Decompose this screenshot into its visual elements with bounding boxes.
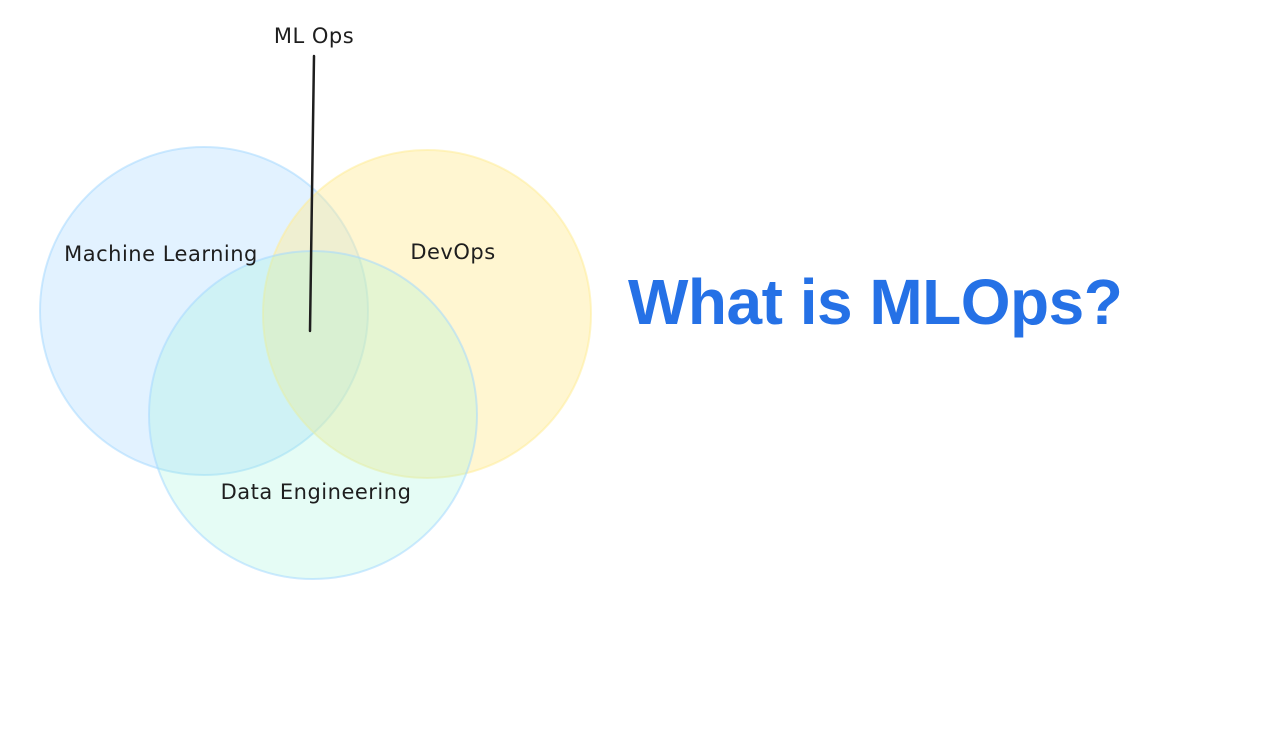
data-engineering-circle: [148, 250, 478, 580]
devops-label: DevOps: [410, 240, 495, 264]
ml-ops-label: ML Ops: [274, 24, 354, 48]
ml-ops-pointer-line: [308, 54, 316, 333]
page-title: What is MLOps?: [628, 266, 1123, 338]
devops-circle: [262, 149, 592, 479]
machine-learning-label: Machine Learning: [64, 242, 258, 266]
data-engineering-label: Data Engineering: [221, 480, 412, 504]
